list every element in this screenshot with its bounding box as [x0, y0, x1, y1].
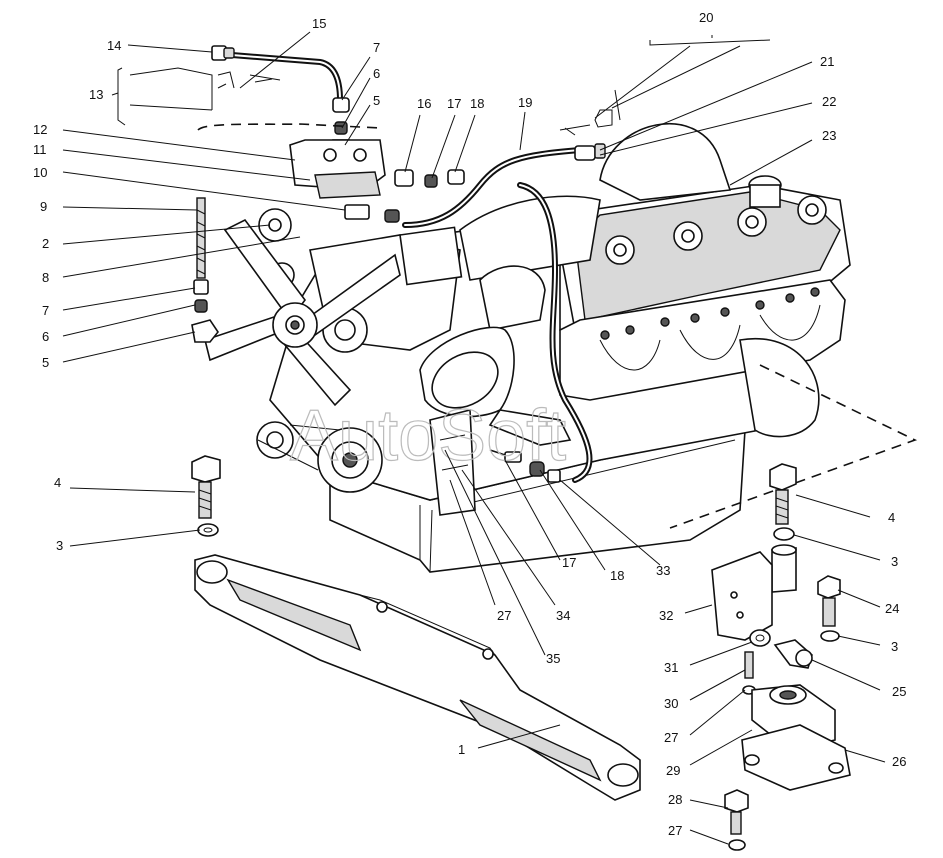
- callout-10: 10: [33, 165, 47, 180]
- callout-3-left: 3: [56, 538, 63, 553]
- callout-labels: 15 14 13 7 6 5 16 17 18 19 20 21 22 23 1…: [33, 10, 906, 838]
- callout-3-right: 3: [891, 554, 898, 569]
- right-mount-assembly: [711, 463, 851, 851]
- dashed-outline-right: [669, 364, 918, 529]
- callout-3-lower: 3: [891, 639, 898, 654]
- left-bolt: [191, 455, 221, 537]
- callout-17-top: 17: [447, 96, 461, 111]
- callout-18-bottom: 18: [610, 568, 624, 583]
- callout-5-left: 5: [42, 355, 49, 370]
- bracket-group-13: [129, 67, 281, 111]
- callout-17-bottom: 17: [562, 555, 576, 570]
- callout-27-mid: 27: [497, 608, 511, 623]
- callout-30: 30: [664, 696, 678, 711]
- callout-28: 28: [668, 792, 682, 807]
- callout-34: 34: [556, 608, 570, 623]
- callout-7-left: 7: [42, 303, 49, 318]
- callout-27-bottom: 27: [668, 823, 682, 838]
- callout-32: 32: [659, 608, 673, 623]
- callout-18-top: 18: [470, 96, 484, 111]
- callout-14: 14: [107, 38, 121, 53]
- callout-12: 12: [33, 122, 47, 137]
- callout-22: 22: [822, 94, 836, 109]
- callout-6-left: 6: [42, 329, 49, 344]
- oil-lines: [211, 45, 606, 483]
- callout-35: 35: [546, 651, 560, 666]
- callout-16: 16: [417, 96, 431, 111]
- watermark-text: AutoSoft: [290, 396, 566, 476]
- crossmember: [194, 554, 641, 801]
- callout-2: 2: [42, 236, 49, 251]
- callout-9: 9: [40, 199, 47, 214]
- callout-1: 1: [458, 742, 465, 757]
- callout-15: 15: [312, 16, 326, 31]
- callout-23: 23: [822, 128, 836, 143]
- dashed-outline-top: [197, 123, 381, 131]
- engine-assembly: [204, 123, 851, 573]
- callout-29: 29: [666, 763, 680, 778]
- callout-8: 8: [42, 270, 49, 285]
- callout-13: 13: [89, 87, 103, 102]
- callout-31: 31: [664, 660, 678, 675]
- callout-25: 25: [892, 684, 906, 699]
- callout-33: 33: [656, 563, 670, 578]
- leader-lines: [62, 31, 886, 845]
- callout-20: 20: [699, 10, 713, 25]
- callout-19: 19: [518, 95, 532, 110]
- callout-5-top: 5: [373, 93, 380, 108]
- callout-21: 21: [820, 54, 834, 69]
- callout-7-top: 7: [373, 40, 380, 55]
- callout-4-left: 4: [54, 475, 61, 490]
- callout-6-top: 6: [373, 66, 380, 81]
- fan: [204, 218, 401, 407]
- callout-11: 11: [33, 142, 47, 157]
- small-parts-20: [559, 89, 621, 136]
- callout-27-lower: 27: [664, 730, 678, 745]
- callout-26: 26: [892, 754, 906, 769]
- left-stud-assembly: [191, 197, 219, 343]
- callout-4-right: 4: [888, 510, 895, 525]
- callout-24: 24: [885, 601, 899, 616]
